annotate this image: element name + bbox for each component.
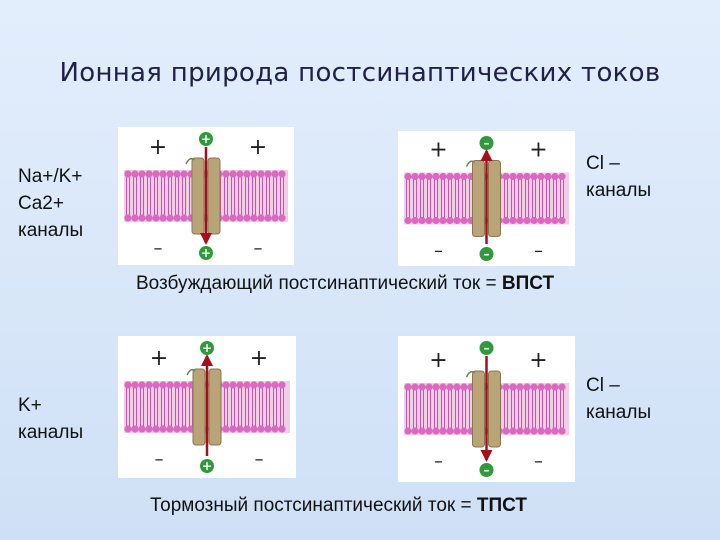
membrane-diagram: + + – – – – [404,136,569,262]
inside-charge-sign: – [434,241,443,262]
svg-text:–: – [484,247,490,261]
page-title: Ионная природа постсинаптических токов [59,58,661,88]
outside-charge-sign: + [529,138,547,163]
outside-charge-sign: + [429,348,447,373]
svg-text:+: + [201,246,211,260]
excitatory-cl-label: Cl – каналы [586,153,652,201]
svg-text:–: – [484,136,490,150]
outside-charge-sign: + [529,348,547,373]
membrane-diagram: + + – – + + [124,132,288,260]
ion-badge: – [479,247,494,261]
inhibitory-cl-label: Cl – каналы [586,375,652,423]
membrane-panel: + + – – + + [118,127,294,265]
membrane-panel: + + – – – – [398,131,575,266]
svg-text:–: – [484,463,490,477]
outside-charge-sign: + [429,138,447,163]
outward-current-arrow [480,149,493,244]
inside-charge-sign: – [534,451,543,472]
inhibitory-caption-text: Тормозный постсинаптический ток = [150,495,477,516]
ion-badge: – [479,136,494,150]
ion-channel [185,157,221,235]
inside-charge-sign: – [255,449,264,470]
ion-badge: + [199,132,213,146]
ion-channel [186,368,222,446]
ion-channel [465,160,501,237]
membrane-panel: + + – – + + [118,336,296,478]
outside-charge-sign: + [149,135,167,160]
membrane-panel: + + – – – – [398,336,575,482]
svg-text:+: + [202,341,212,355]
inhibitory-ion-label: K+ каналы [18,395,84,443]
epsc-abbreviation: ВПСТ [501,273,555,294]
outside-charge-sign: + [250,346,268,371]
inside-charge-sign: – [534,241,543,262]
excitatory-caption: Возбуждающий постсинаптический ток = ВПС… [136,273,554,295]
excitatory-caption-text: Возбуждающий постсинаптический ток = [136,273,502,294]
outward-current-arrow [201,354,213,456]
inward-current-arrow [200,147,212,245]
ipsc-abbreviation: ТПСТ [476,495,527,516]
ion-badge: – [479,341,494,355]
inside-charge-sign: – [434,451,443,472]
inside-charge-sign: – [154,238,163,259]
inside-charge-sign: – [155,449,164,470]
outside-charge-sign: + [150,346,168,371]
ion-badge: + [200,341,214,355]
excitatory-ion-label: Na+/K+ Ca2+ каналы [18,166,84,241]
membrane-diagram: + + – – + + [124,341,290,473]
outside-charge-sign: + [249,135,267,160]
svg-text:+: + [201,132,211,146]
svg-text:–: – [484,341,490,355]
inhibitory-caption: Тормозный постсинаптический ток = ТПСТ [150,495,527,517]
ion-badge: + [200,459,214,473]
inside-charge-sign: – [254,238,263,259]
svg-text:+: + [202,459,212,473]
ion-badge: – [479,463,494,477]
inward-current-arrow [480,356,493,462]
ion-badge: + [199,246,213,260]
ion-channel [465,370,501,448]
membrane-diagram: + + – – – – [404,341,569,477]
